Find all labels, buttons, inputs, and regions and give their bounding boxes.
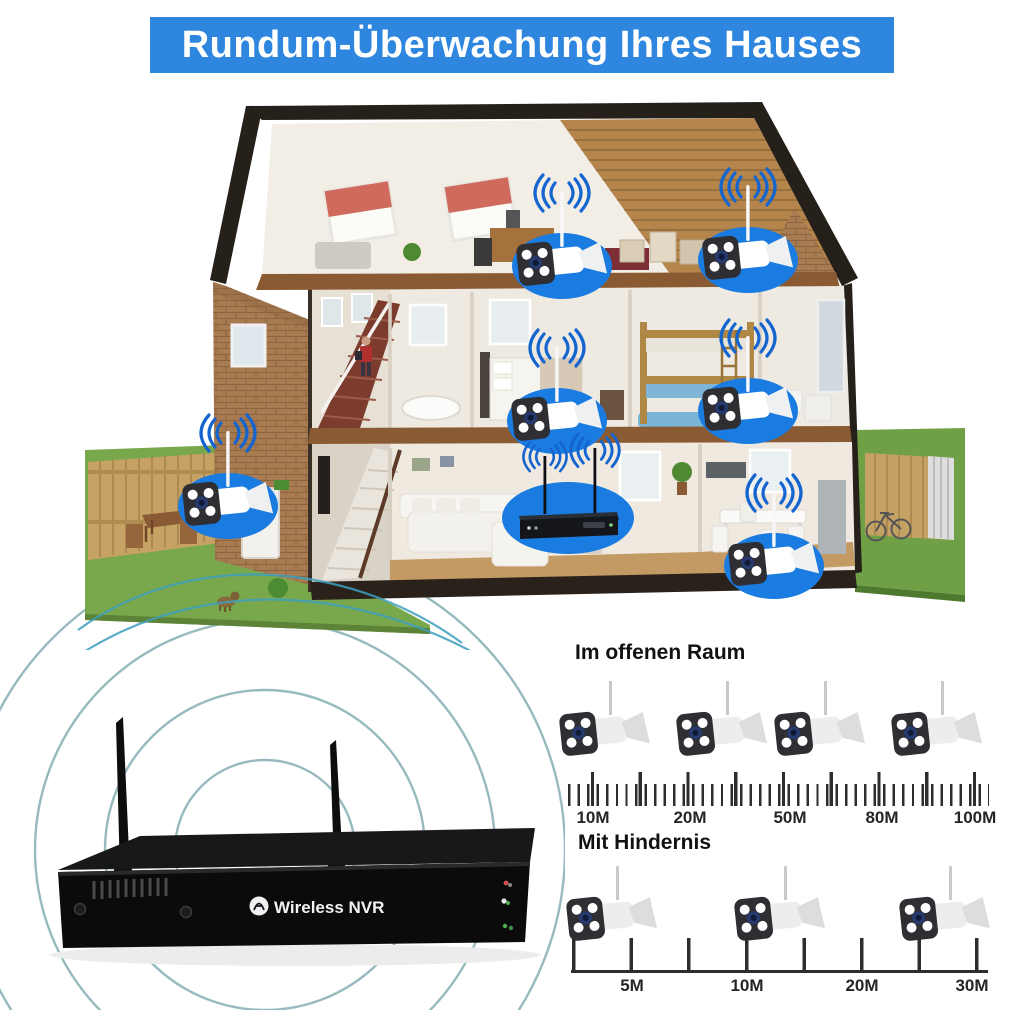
open-space-ruler bbox=[568, 772, 989, 806]
bathroom-1 bbox=[401, 303, 461, 421]
right-fence bbox=[865, 453, 954, 540]
nvr-screw-left bbox=[73, 902, 87, 916]
ruler-major-ticks bbox=[591, 772, 989, 806]
distance-label-10m-obstacle: 10M bbox=[730, 976, 764, 995]
garden-bush bbox=[268, 578, 288, 598]
brick-window bbox=[230, 323, 267, 368]
distance-label-5m: 5M bbox=[620, 976, 644, 995]
camera-icon-outdoor-left bbox=[168, 409, 288, 541]
banner-title: Rundum-Überwachung Ihres Hauses bbox=[150, 17, 894, 73]
camera-icon-range-open-3 bbox=[760, 681, 880, 785]
camera-icon-attic-left bbox=[502, 169, 622, 301]
distance-label-10m: 10M bbox=[576, 808, 610, 827]
obstacle-ruler bbox=[571, 938, 988, 973]
camera-icon-attic-right bbox=[688, 163, 808, 295]
nvr-icon-living-room bbox=[483, 416, 653, 556]
distance-label-30m-obstacle: 30M bbox=[955, 976, 989, 995]
nvr-product-photo: Wireless NVR bbox=[0, 548, 565, 1010]
nvr-label: Wireless NVR bbox=[274, 898, 384, 917]
ruler-ticks bbox=[572, 938, 988, 971]
skylight bbox=[442, 175, 519, 243]
camera-icon-range-open-2 bbox=[662, 681, 782, 785]
obstacle-title: Mit Hindernis bbox=[578, 831, 712, 854]
garden-table bbox=[126, 510, 197, 548]
open-space-title: Im offenen Raum bbox=[575, 641, 746, 664]
nvr-shadow bbox=[50, 944, 540, 966]
nvr-leds bbox=[501, 880, 514, 931]
camera-icon-range-open-1 bbox=[545, 681, 665, 785]
house-base bbox=[310, 570, 857, 600]
distance-label-20m-obstacle: 20M bbox=[845, 976, 879, 995]
camera-icon-range-obstacle-3 bbox=[885, 866, 1005, 970]
person bbox=[355, 336, 372, 376]
distance-label-20m: 20M bbox=[673, 808, 707, 827]
camera-icon-floor1-right bbox=[714, 469, 834, 601]
nvr-vents bbox=[92, 878, 168, 899]
nvr-box: Wireless NVR bbox=[58, 828, 535, 948]
distance-label-100m: 100M bbox=[953, 808, 997, 827]
distance-label-80m: 80M bbox=[865, 808, 899, 827]
wifi-lawn-arcs bbox=[77, 573, 471, 650]
camera-icon-range-obstacle-2 bbox=[720, 866, 840, 970]
roof bbox=[210, 102, 862, 574]
distance-label-50m: 50M bbox=[773, 808, 807, 827]
nvr-screw-right bbox=[179, 905, 193, 919]
camera-icon-range-open-4 bbox=[877, 681, 997, 785]
camera-icon-range-obstacle-1 bbox=[552, 866, 672, 970]
ruler-baseline bbox=[571, 970, 988, 973]
bicycle bbox=[865, 512, 912, 542]
skylight bbox=[322, 179, 399, 247]
camera-icon-floor2-right bbox=[688, 314, 808, 446]
nvr-logo bbox=[249, 896, 269, 916]
